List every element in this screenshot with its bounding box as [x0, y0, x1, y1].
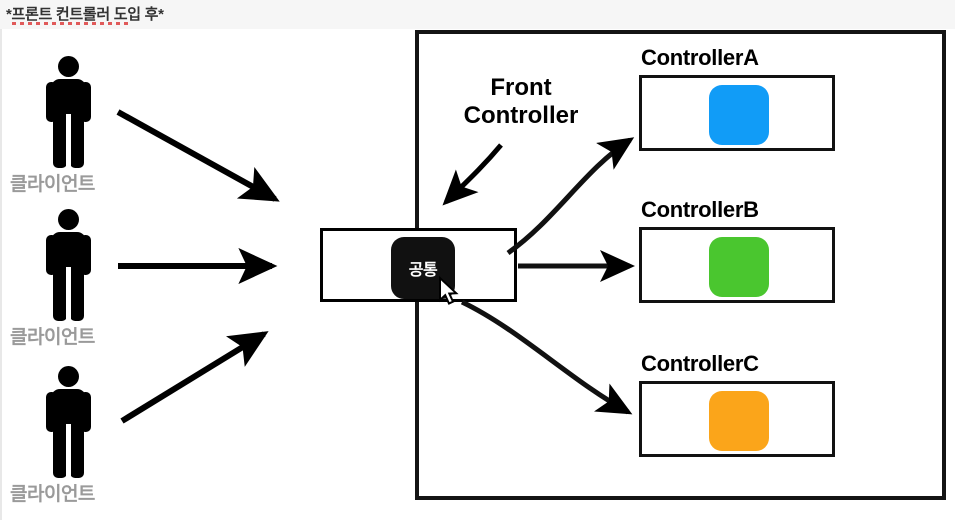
controller-a-box[interactable] [639, 75, 835, 151]
common-logic-label: 공통 [408, 262, 438, 279]
person-leg-left [53, 421, 67, 478]
client-3-label: 클라이언트 [10, 484, 95, 505]
controller-a-chip [709, 85, 769, 145]
person-leg-right [70, 111, 84, 168]
controller-a-label: ControllerA [641, 45, 759, 70]
controller-b-chip [709, 237, 769, 297]
client-3 [44, 366, 92, 480]
controller-c-chip [709, 391, 769, 451]
page-title: *프론트 컨트롤러 도입 후* [6, 6, 164, 23]
client-2 [44, 209, 92, 323]
title-bar: *프론트 컨트롤러 도입 후* [0, 0, 955, 30]
controller-c-label: ControllerC [641, 351, 759, 376]
person-leg-gap [66, 267, 71, 323]
common-logic-chip: 공통 [391, 237, 455, 299]
person-head [58, 56, 79, 77]
client-1-label: 클라이언트 [10, 174, 95, 195]
person-icon [44, 366, 92, 480]
controller-b-box[interactable] [639, 227, 835, 303]
person-leg-left [53, 111, 67, 168]
person-head [58, 209, 79, 230]
front-controller-annotation: Front Controller [446, 74, 596, 130]
person-leg-left [53, 264, 67, 321]
front-controller-annotation-line1: Front [490, 74, 552, 101]
person-leg-gap [66, 424, 71, 480]
controller-c-box[interactable] [639, 381, 835, 457]
client-2-label: 클라이언트 [10, 327, 95, 348]
client-1 [44, 56, 92, 170]
person-head [58, 366, 79, 387]
person-icon [44, 56, 92, 170]
controller-b-label: ControllerB [641, 197, 759, 222]
front-controller-box[interactable]: 공통 [320, 228, 517, 302]
person-leg-right [70, 264, 84, 321]
diagram-canvas: 클라이언트 클라이언트 클라이언 [0, 29, 955, 520]
person-icon [44, 209, 92, 323]
person-leg-right [70, 421, 84, 478]
person-leg-gap [66, 114, 71, 170]
title-dotted-underline [12, 22, 132, 25]
front-controller-annotation-line2: Controller [463, 102, 579, 130]
